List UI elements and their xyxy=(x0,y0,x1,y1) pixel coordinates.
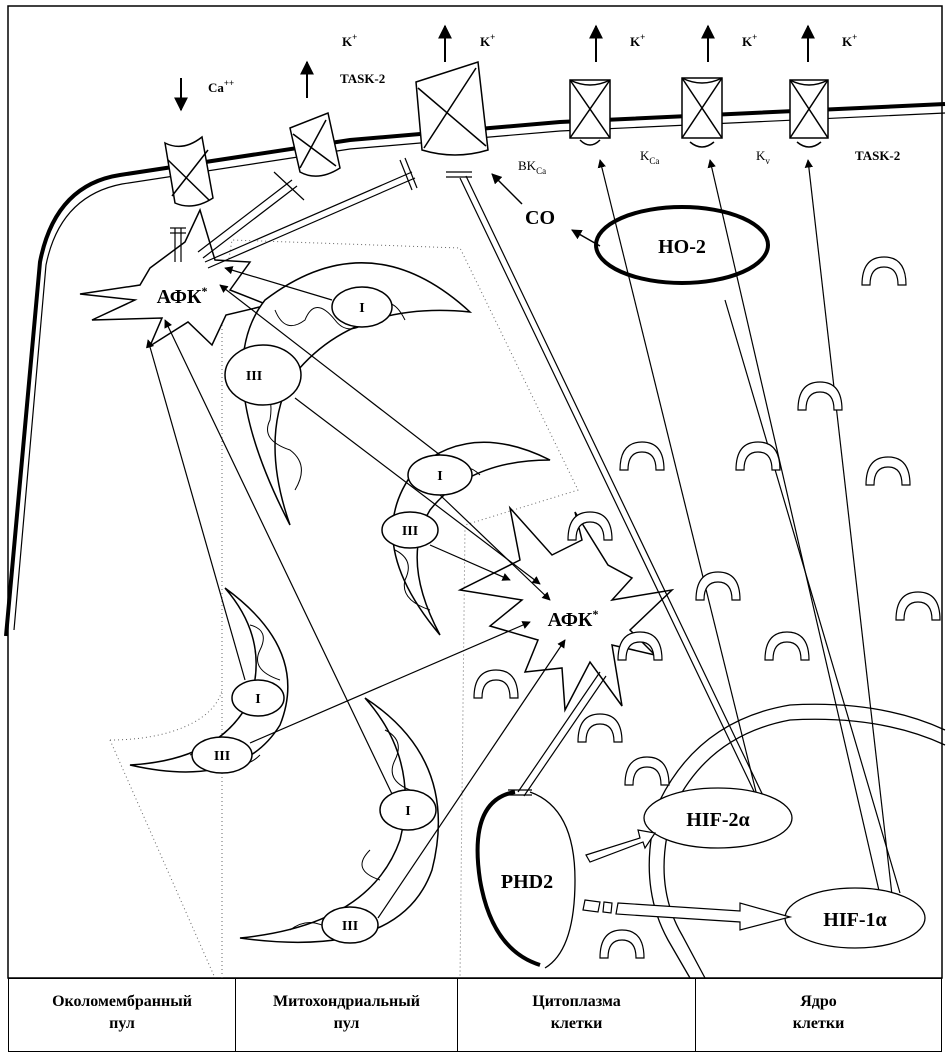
svg-text:I: I xyxy=(359,301,364,316)
ros-top-label: АФК* xyxy=(157,284,208,308)
hif2a-to-bk-line xyxy=(446,171,769,809)
organelle-shapes xyxy=(473,256,941,959)
hif-transcription-arrows xyxy=(597,159,901,896)
phd2-arc-right xyxy=(529,791,576,969)
kv-label: Kv xyxy=(756,148,770,166)
ho2-to-co-arrow xyxy=(571,229,601,247)
region-dividers xyxy=(109,239,579,979)
inhibition-lines xyxy=(170,157,418,269)
complex-three-a xyxy=(224,344,302,406)
k-label-4: K+ xyxy=(742,32,757,49)
hif1a-label: HIF-1α xyxy=(823,909,886,931)
ho2-label: HO-2 xyxy=(658,236,706,258)
task2-channel-right xyxy=(789,79,829,148)
svg-text:III: III xyxy=(214,749,230,764)
co-to-bk-arrow xyxy=(491,173,523,205)
co-label: CO xyxy=(525,207,555,229)
phd2-to-hif-arrows xyxy=(582,829,793,931)
k-label-1: K+ xyxy=(342,32,357,49)
k-label-2: K+ xyxy=(480,32,495,49)
svg-text:III: III xyxy=(342,919,358,934)
ros-to-phd2-inhibition xyxy=(508,671,607,797)
ion-labels: Ca++ K+ TASK-2 K+ K+ K+ K+ BKCa KCa Kv T… xyxy=(208,32,900,176)
svg-text:III: III xyxy=(246,369,262,384)
ca-label: Ca++ xyxy=(208,78,234,95)
kca-label: KCa xyxy=(640,148,659,166)
k-label-3: K+ xyxy=(630,32,645,49)
kca-channel xyxy=(569,79,611,146)
ros-center-label: АФК* xyxy=(548,607,599,631)
bkca-label: BKCa xyxy=(518,158,546,176)
task2-top-label: TASK-2 xyxy=(340,71,385,86)
ca-channel xyxy=(164,135,214,207)
complex-three-b xyxy=(381,511,439,549)
k-label-5: K+ xyxy=(842,32,857,49)
svg-text:III: III xyxy=(402,524,418,539)
kv-channel xyxy=(681,77,723,148)
complex-three-c xyxy=(191,736,253,774)
svg-text:I: I xyxy=(405,804,410,819)
hif2a-label: HIF-2α xyxy=(686,809,749,831)
nucleus-envelope-inner xyxy=(663,718,946,979)
svg-text:I: I xyxy=(437,469,442,484)
complex-labels: I III I III I III I III xyxy=(214,301,443,934)
ros-production-arrows xyxy=(146,266,566,919)
nucleus-envelope-outer xyxy=(648,703,946,979)
cell-membrane xyxy=(4,102,946,637)
hif2a-ellipse xyxy=(643,787,793,849)
bkca-channel xyxy=(415,61,489,156)
task2-channel-top xyxy=(289,111,341,177)
complex-one-c xyxy=(231,679,285,717)
ion-flux-arrows xyxy=(174,24,815,112)
phd2-arc-left xyxy=(475,790,541,967)
complex-one-d xyxy=(379,789,437,831)
complex-three-d xyxy=(321,906,379,944)
complex-ellipses xyxy=(191,286,473,944)
task2-right-label: TASK-2 xyxy=(855,148,900,163)
phd2-label: PHD2 xyxy=(501,871,553,893)
complex-one-a xyxy=(331,286,393,328)
ho2-ellipse xyxy=(594,205,770,285)
svg-text:I: I xyxy=(255,692,260,707)
